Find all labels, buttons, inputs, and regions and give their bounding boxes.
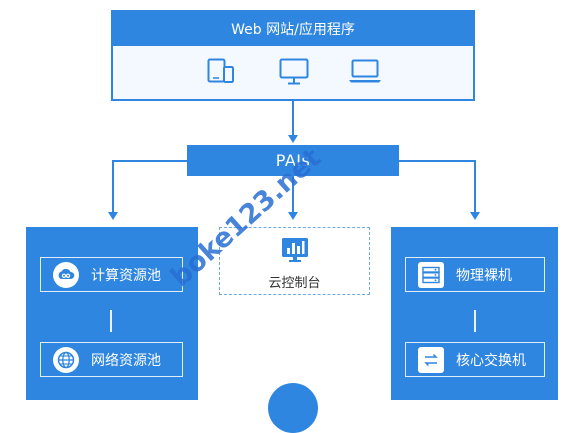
- right-panel: 物理裸机 核心交换机: [391, 227, 558, 400]
- arrow-down-icon: [108, 212, 118, 220]
- arrow-down-icon: [470, 212, 480, 220]
- branch-line-left: [112, 160, 187, 162]
- drop-left: [112, 160, 114, 213]
- core-switch-label: 核心交换机: [456, 352, 526, 369]
- network-pool-label: 网络资源池: [91, 352, 161, 369]
- arrow-down-icon: [288, 135, 298, 143]
- left-panel: 计算资源池 网络资源池: [26, 227, 198, 400]
- bare-metal-label: 物理裸机: [456, 267, 512, 284]
- right-separator: [474, 310, 476, 332]
- client-title: Web 网站/应用程序: [113, 12, 473, 46]
- cloud-link-icon: [53, 261, 79, 288]
- arrow-down-icon: [288, 212, 298, 220]
- desktop-monitor-icon: [279, 58, 309, 85]
- compute-pool-label: 计算资源池: [91, 267, 161, 284]
- pais-bar: PAIs: [187, 145, 399, 176]
- tablet-phone-icon: [207, 58, 234, 83]
- server-rack-icon: [418, 261, 444, 288]
- bar-chart-monitor-icon: [282, 238, 308, 262]
- bottom-node: [268, 383, 318, 433]
- drop-center: [292, 176, 294, 213]
- client-box: Web 网站/应用程序: [111, 10, 475, 101]
- switch-icon: [418, 346, 444, 373]
- drop-right: [474, 160, 476, 213]
- connector-client-pais: [292, 101, 294, 135]
- laptop-icon: [349, 59, 381, 83]
- core-switch-item: 核心交换机: [405, 342, 545, 377]
- compute-pool-item: 计算资源池: [40, 257, 183, 292]
- network-pool-item: 网络资源池: [40, 342, 183, 377]
- left-separator: [110, 310, 112, 332]
- console-label: 云控制台: [268, 276, 321, 291]
- bare-metal-item: 物理裸机: [405, 257, 545, 292]
- branch-line-right: [399, 160, 476, 162]
- globe-icon: [53, 346, 79, 373]
- cloud-console: 云控制台: [219, 227, 370, 295]
